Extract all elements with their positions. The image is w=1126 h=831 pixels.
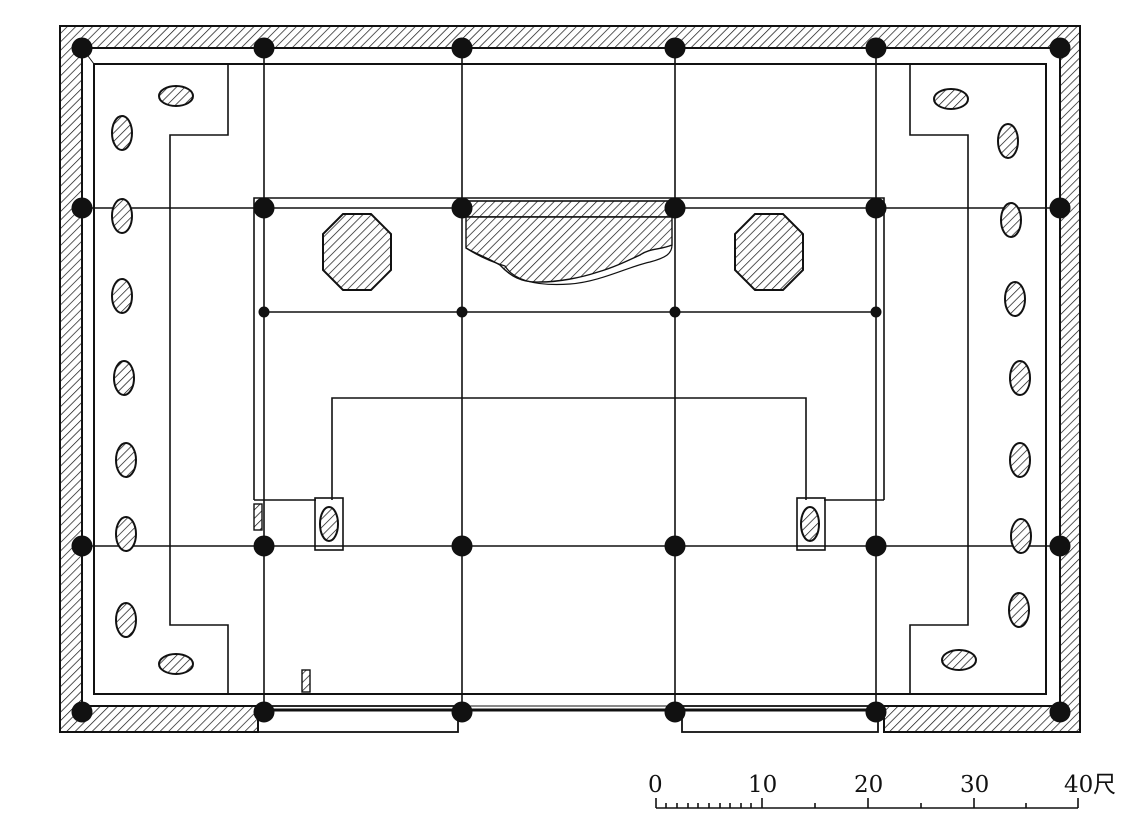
column-17 xyxy=(253,535,275,557)
column-8 xyxy=(451,197,473,219)
clay-sculpture-base xyxy=(465,200,673,286)
scale-tick-40: 40 xyxy=(1064,772,1094,798)
front-doors xyxy=(257,705,879,733)
column-9 xyxy=(664,197,686,219)
scale-tick-0: 0 xyxy=(648,772,663,798)
column-18 xyxy=(451,535,473,557)
central-platform xyxy=(253,197,885,551)
column-11 xyxy=(1049,197,1071,219)
column-2 xyxy=(451,37,473,59)
scale-bar xyxy=(655,798,1079,809)
column-10 xyxy=(865,197,887,219)
column-12 xyxy=(258,306,270,318)
column-5 xyxy=(1049,37,1071,59)
column-4 xyxy=(865,37,887,59)
column-7 xyxy=(253,197,275,219)
column-21 xyxy=(1049,535,1071,557)
column-16 xyxy=(71,535,93,557)
outer-wall xyxy=(59,25,1081,733)
column-27 xyxy=(1049,701,1071,723)
column-19 xyxy=(664,535,686,557)
scale-unit: 尺 xyxy=(1093,772,1116,798)
column-20 xyxy=(865,535,887,557)
lohan-bases xyxy=(111,85,1032,675)
column-25 xyxy=(664,701,686,723)
column-15 xyxy=(870,306,882,318)
column-14 xyxy=(669,306,681,318)
octagonal-pedestal-right xyxy=(734,213,804,291)
small-markers xyxy=(253,503,311,693)
column-26 xyxy=(865,701,887,723)
column-3 xyxy=(664,37,686,59)
scale-tick-20: 20 xyxy=(854,772,884,798)
columns xyxy=(71,37,1071,723)
structural-grid xyxy=(82,48,1060,712)
scale-tick-30: 30 xyxy=(960,772,990,798)
column-0 xyxy=(71,37,93,59)
column-13 xyxy=(456,306,468,318)
column-23 xyxy=(253,701,275,723)
column-6 xyxy=(71,197,93,219)
scale-tick-10: 10 xyxy=(748,772,778,798)
column-22 xyxy=(71,701,93,723)
inner-wall-line xyxy=(93,63,1047,695)
side-platforms xyxy=(169,64,969,694)
column-24 xyxy=(451,701,473,723)
octagonal-pedestal-left xyxy=(322,213,392,291)
column-1 xyxy=(253,37,275,59)
